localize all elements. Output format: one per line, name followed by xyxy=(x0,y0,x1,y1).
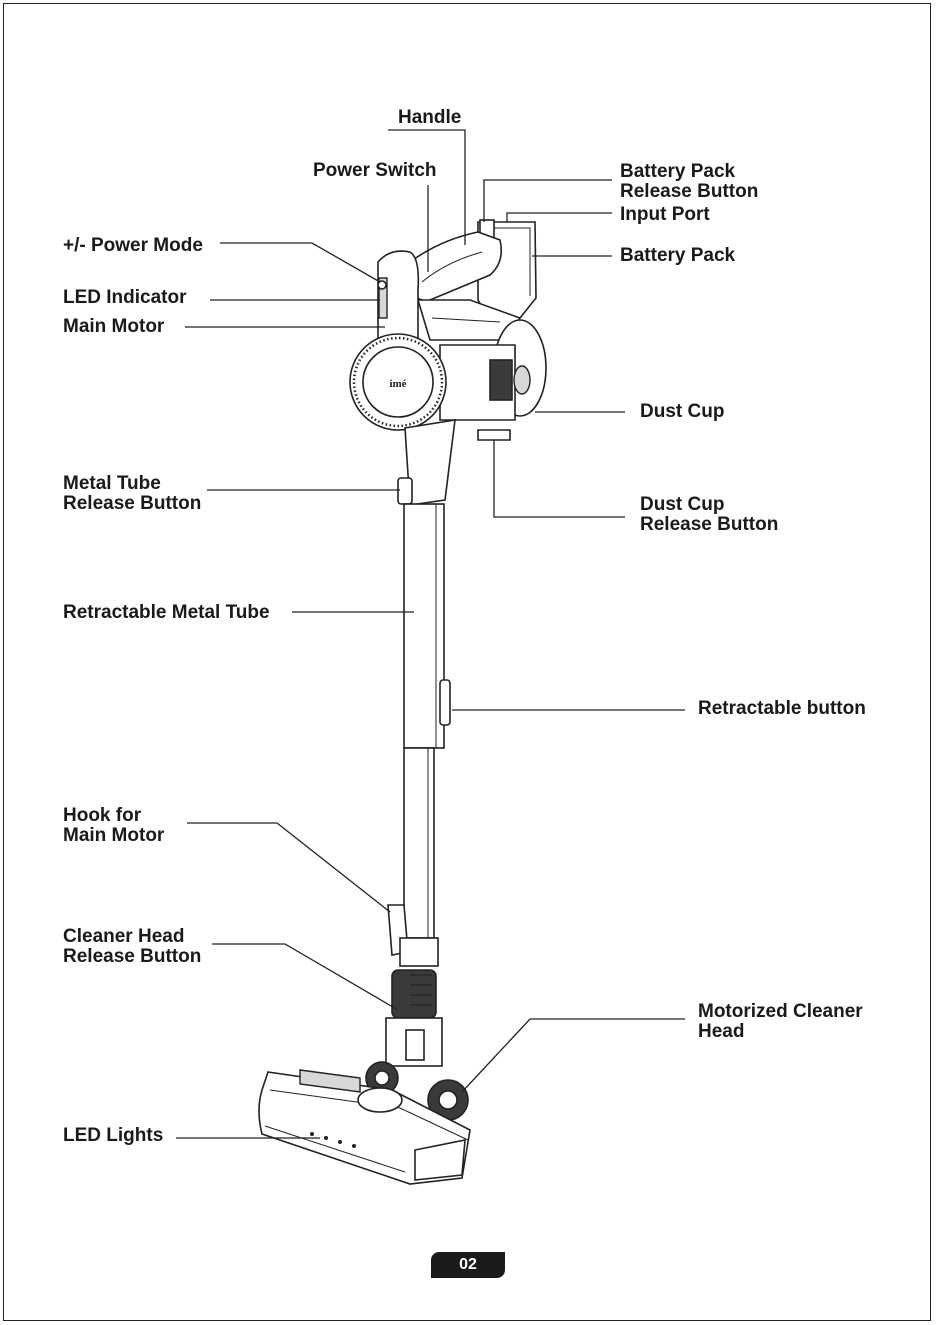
leader-power-mode xyxy=(220,242,381,283)
leader-hook xyxy=(187,822,391,913)
led-light-dot xyxy=(324,1136,328,1140)
retractable-tube-shape xyxy=(403,503,445,749)
leader-motorized-head xyxy=(461,1018,685,1093)
led-light-dot xyxy=(352,1144,356,1148)
page-border xyxy=(3,3,931,1321)
label-battery-pack: Battery Pack xyxy=(620,245,736,266)
label-led-indicator: LED Indicator xyxy=(63,287,187,308)
label-retractable-tube: Retractable Metal Tube xyxy=(63,602,270,623)
label-power-mode: +/- Power Mode xyxy=(63,235,203,256)
label-input-port: Input Port xyxy=(620,204,710,225)
led-light-dot xyxy=(310,1132,314,1136)
label-retractable-button: Retractable button xyxy=(698,698,866,719)
led-light-dot xyxy=(338,1140,342,1144)
label-led-lights: LED Lights xyxy=(63,1125,164,1146)
label-dust-cup: Dust Cup xyxy=(640,401,725,422)
leader-lines xyxy=(176,129,685,1139)
led-indicator-shape xyxy=(378,277,388,319)
retractable-button-shape xyxy=(439,679,451,726)
brand-logo: imé xyxy=(389,378,406,390)
cleaner-head-release-shape xyxy=(391,969,437,1019)
leader-cleaner-head-release xyxy=(212,943,399,1011)
leader-dust-cup-release xyxy=(493,440,625,518)
page-number: 02 xyxy=(431,1252,505,1278)
vacuum-illustration: imé xyxy=(258,219,547,1185)
leader-handle xyxy=(388,129,466,245)
dust-cup-release-shape xyxy=(477,429,511,441)
label-main-motor: Main Motor xyxy=(63,316,165,337)
label-handle: Handle xyxy=(398,107,462,128)
leader-battery-release xyxy=(483,179,612,222)
leader-input-port xyxy=(506,212,612,222)
lower-tube xyxy=(403,747,435,939)
power-mode-shape xyxy=(377,250,420,341)
label-power-switch: Power Switch xyxy=(313,160,437,181)
metal-tube-release-shape xyxy=(397,477,413,505)
